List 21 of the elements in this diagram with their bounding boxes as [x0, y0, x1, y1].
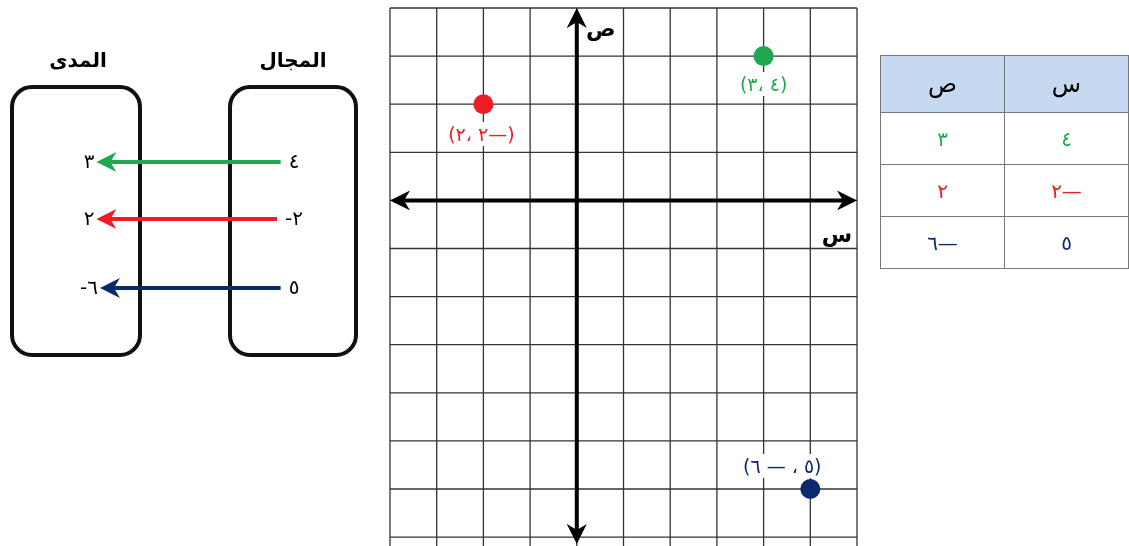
table-cell: ٤: [1004, 112, 1129, 165]
set-element: ٢: [83, 206, 95, 230]
set-title: المدى: [49, 48, 107, 72]
mapping-arrow: [100, 278, 281, 298]
table-cell: ٣: [880, 112, 1005, 165]
set-element: ٣: [83, 149, 95, 173]
table-cell: ٦—: [880, 216, 1005, 269]
table-cell: ٢: [880, 164, 1005, 217]
mapping-arrow: [96, 152, 281, 172]
set-element: -٦: [80, 275, 98, 299]
header-cell: ص: [880, 55, 1005, 113]
axis-label: ص: [586, 15, 616, 41]
mapping-arrow: [96, 209, 277, 229]
header-cell: س: [1004, 55, 1129, 113]
table-cell: ٢—: [1004, 164, 1129, 217]
set-element: ٥: [288, 275, 300, 299]
axis-label: س: [821, 221, 853, 247]
table-cell: ٥: [1004, 216, 1129, 269]
set-element: -٢: [285, 206, 303, 230]
set-title: المجال: [259, 48, 327, 72]
set-element: ٤: [288, 149, 300, 173]
